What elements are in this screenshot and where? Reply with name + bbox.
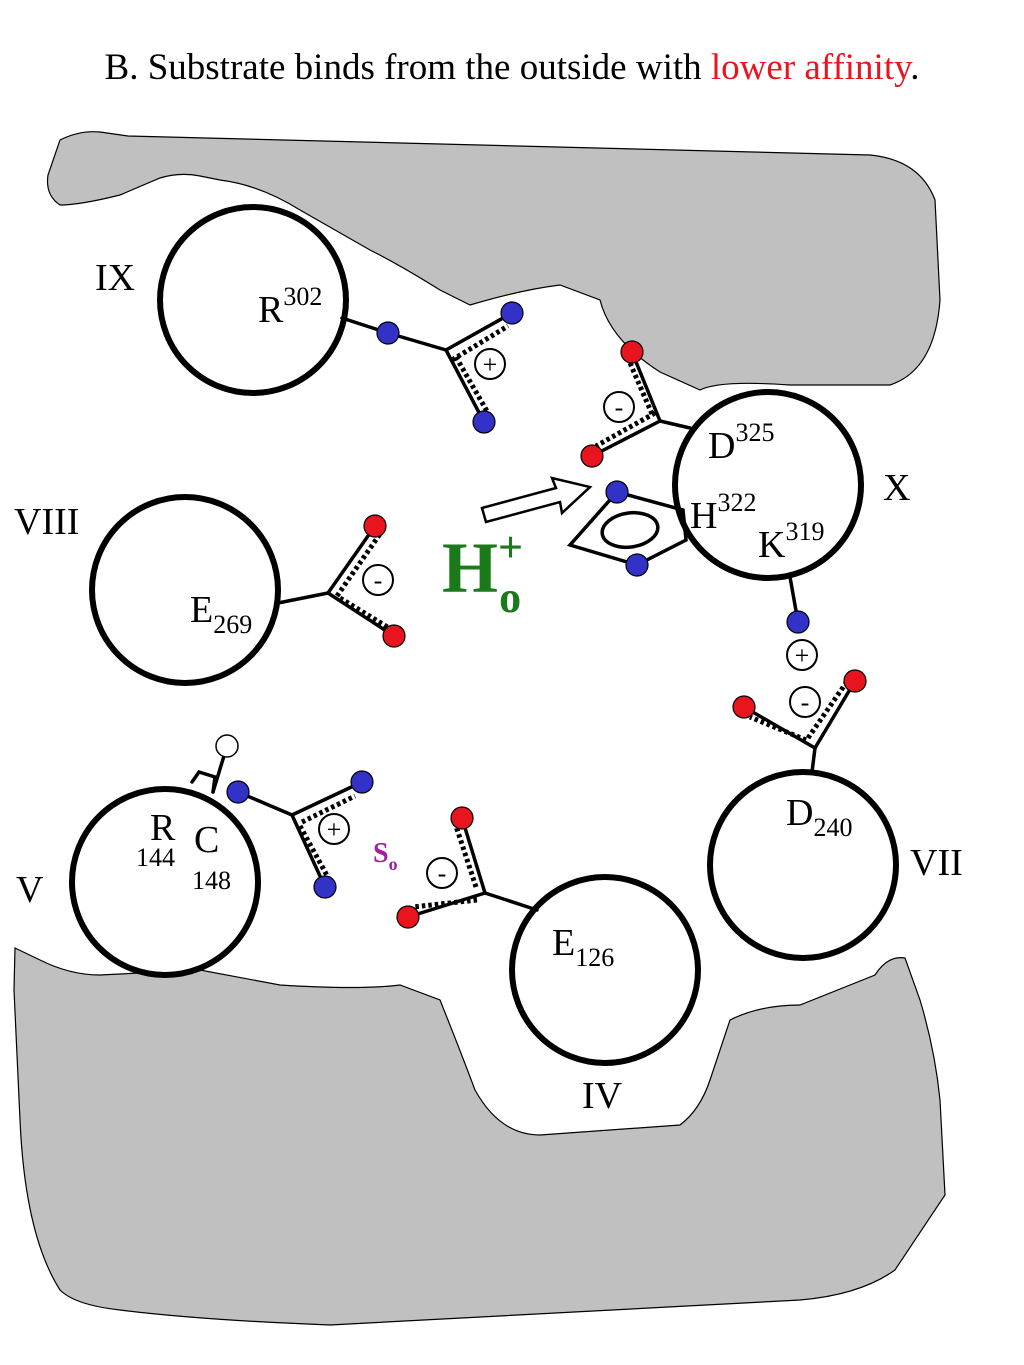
residue-e269-label: E269 bbox=[190, 589, 252, 639]
helix-VIII-circle bbox=[89, 494, 281, 686]
oxygen-atom bbox=[382, 624, 406, 648]
oxygen-atom bbox=[620, 340, 644, 364]
proton-entry-arrow bbox=[480, 476, 593, 524]
minus-charge: - bbox=[374, 566, 383, 595]
bottom-membrane-region bbox=[13, 947, 946, 1326]
plus-charge-circle bbox=[786, 639, 818, 671]
plus-charge-circle bbox=[318, 813, 350, 845]
helix-X-circle bbox=[672, 389, 864, 581]
top-membrane-region bbox=[46, 131, 941, 391]
residue-d240-label: D240 bbox=[786, 792, 852, 842]
plus-charge: + bbox=[483, 350, 498, 379]
helix-VII-circle bbox=[707, 769, 899, 961]
oxygen-atom bbox=[580, 444, 604, 468]
helix-V-label: V bbox=[16, 869, 44, 911]
nitrogen-atom bbox=[376, 321, 400, 345]
oxygen-atom bbox=[363, 514, 387, 538]
minus-charge-circle bbox=[603, 391, 635, 423]
r144-c148-sidechain: + bbox=[190, 734, 374, 899]
title-prefix: B. Substrate binds from the outside with bbox=[104, 47, 711, 88]
minus-charge: - bbox=[801, 688, 810, 717]
r302-sidechain: + bbox=[340, 301, 524, 434]
helix-IX-label: IX bbox=[95, 257, 135, 299]
residue-k319-label: K319 bbox=[758, 517, 824, 566]
oxygen-atom bbox=[843, 669, 867, 693]
residue-h322-label: H322 bbox=[690, 488, 756, 537]
nitrogen-atom bbox=[605, 480, 629, 504]
helix-V-circle bbox=[69, 786, 261, 978]
minus-charge: - bbox=[438, 859, 447, 888]
plus-charge-circle bbox=[474, 348, 506, 380]
hydrogen-atom bbox=[215, 734, 239, 758]
nitrogen-atom bbox=[226, 780, 250, 804]
plus-charge: + bbox=[327, 815, 342, 844]
nitrogen-atom bbox=[786, 610, 810, 634]
helix-IV-circle bbox=[509, 874, 701, 1066]
nitrogen-atom bbox=[500, 301, 524, 325]
external-substrate-label: So bbox=[373, 838, 398, 874]
k319-d240-salt-bridge: + - bbox=[732, 575, 867, 774]
e269-sidechain: - bbox=[276, 514, 406, 648]
helix-VIII-label: VIII bbox=[14, 501, 79, 543]
oxygen-atom bbox=[396, 905, 420, 929]
helix-IV-label: IV bbox=[582, 1075, 623, 1117]
d325-sidechain: - bbox=[580, 340, 692, 468]
residue-r302-label: R302 bbox=[258, 282, 322, 331]
helix-VII-label: VII bbox=[910, 842, 963, 884]
figure-title: B. Substrate binds from the outside with… bbox=[0, 46, 1024, 89]
plus-charge: + bbox=[795, 641, 810, 670]
minus-charge-circle bbox=[362, 564, 394, 596]
nitrogen-atom bbox=[472, 410, 496, 434]
residue-d325-label: D325 bbox=[708, 418, 774, 467]
nitrogen-atom bbox=[625, 553, 649, 577]
nitrogen-atom bbox=[313, 875, 337, 899]
residue-c148-number: 148 bbox=[192, 866, 231, 895]
oxygen-atom bbox=[450, 806, 474, 830]
oxygen-atom bbox=[732, 695, 756, 719]
title-highlight: lower affinity bbox=[710, 47, 911, 88]
e126-sidechain: - bbox=[396, 806, 539, 929]
nitrogen-atom bbox=[350, 770, 374, 794]
residue-r144-number: 144 bbox=[136, 843, 175, 872]
minus-charge-circle bbox=[789, 686, 821, 718]
minus-charge-circle bbox=[426, 857, 458, 889]
helix-IX-circle bbox=[157, 204, 349, 396]
residue-e126-label: E126 bbox=[552, 922, 614, 972]
minus-charge: - bbox=[615, 393, 624, 422]
external-proton-label: H+o bbox=[442, 523, 523, 622]
residue-c148-letter: C bbox=[194, 819, 219, 861]
title-suffix: . bbox=[910, 47, 920, 88]
residue-r144-letter: R bbox=[150, 807, 176, 849]
helix-X-label: X bbox=[883, 467, 910, 509]
h322-sidechain bbox=[566, 480, 688, 577]
